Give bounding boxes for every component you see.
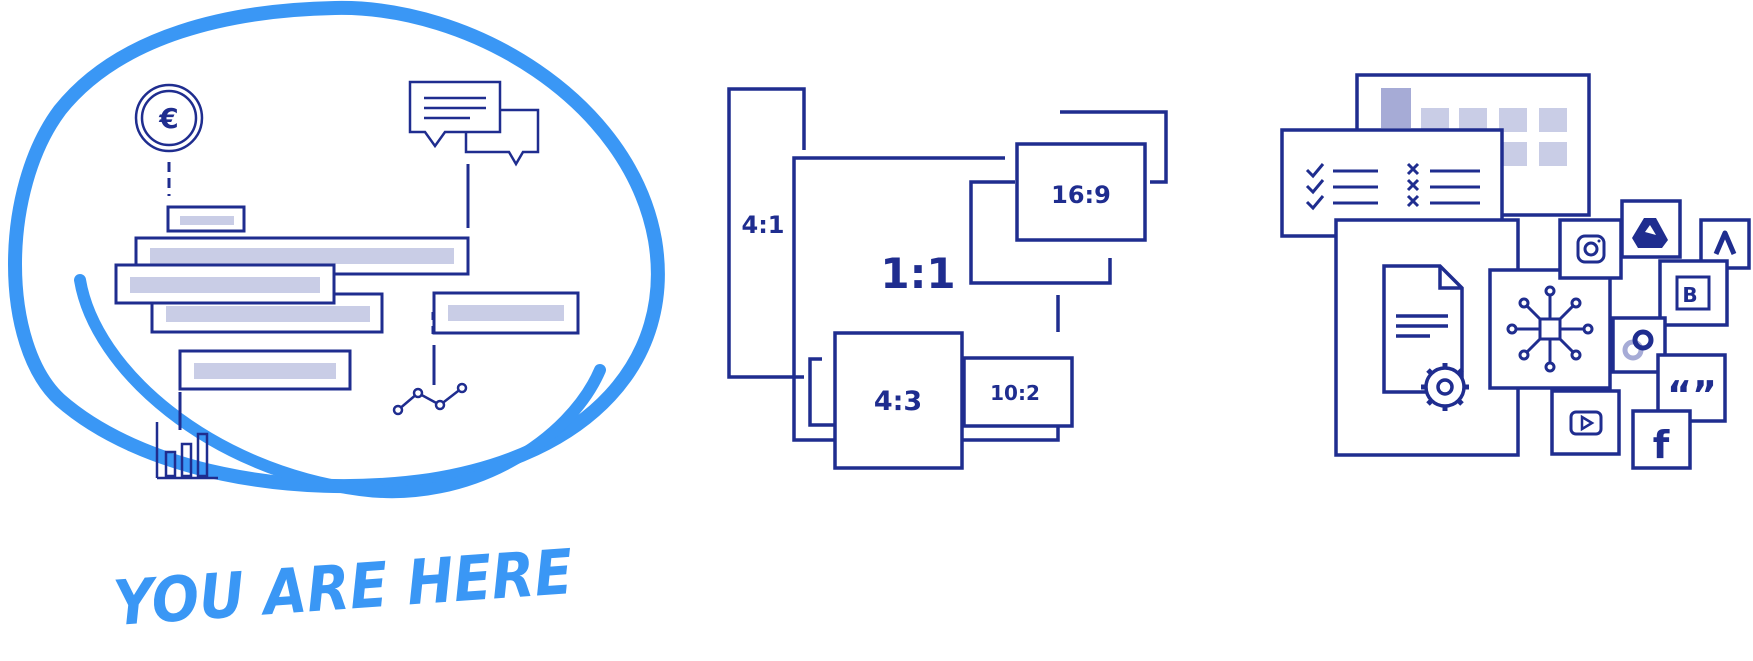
ratio-4-1-label: 4:1 — [742, 211, 785, 239]
euro-coin-icon: € — [134, 83, 204, 153]
you-are-here-label: YOU ARE HERE — [111, 535, 575, 640]
youtube-icon — [1550, 389, 1621, 456]
line-trend-icon — [392, 382, 468, 416]
frame-10-2 — [962, 356, 1074, 428]
bynder-icon: B — [1658, 259, 1729, 327]
frame-4-3 — [833, 331, 964, 470]
right-panel: B “” f — [1280, 73, 1751, 470]
document-settings-icon — [1334, 218, 1520, 457]
chat-bubbles-icon — [408, 80, 540, 167]
gantt-bars — [114, 205, 580, 391]
google-drive-icon — [1620, 199, 1682, 259]
quote-icon: “” — [1656, 353, 1727, 423]
gear-icon — [1421, 363, 1469, 411]
you-are-here-circle — [8, 0, 665, 499]
ratio-1-1-label: 1:1 — [880, 249, 955, 298]
euro-symbol: € — [158, 102, 178, 135]
frame-16-9-front — [1015, 142, 1147, 242]
bar-chart-icon — [155, 422, 218, 480]
instagram-icon — [1558, 218, 1623, 280]
facebook-glyph: f — [1653, 423, 1670, 467]
integration-hub-icon — [1488, 268, 1612, 390]
bynder-glyph: B — [1682, 283, 1697, 307]
frame-16-9-back — [1060, 110, 1168, 184]
ratio-10-2-label: 10:2 — [990, 381, 1040, 405]
ratio-4-3-label: 4:3 — [874, 386, 922, 417]
facebook-icon: f — [1631, 409, 1692, 470]
frame-16-9-mid — [969, 180, 1112, 285]
middle-panel: 4:1 1:1 16:9 10:2 4:3 — [727, 87, 1168, 470]
ratio-16-9-label: 16:9 — [1051, 181, 1111, 209]
left-panel: € — [8, 0, 665, 640]
frame-4-1 — [727, 87, 806, 379]
